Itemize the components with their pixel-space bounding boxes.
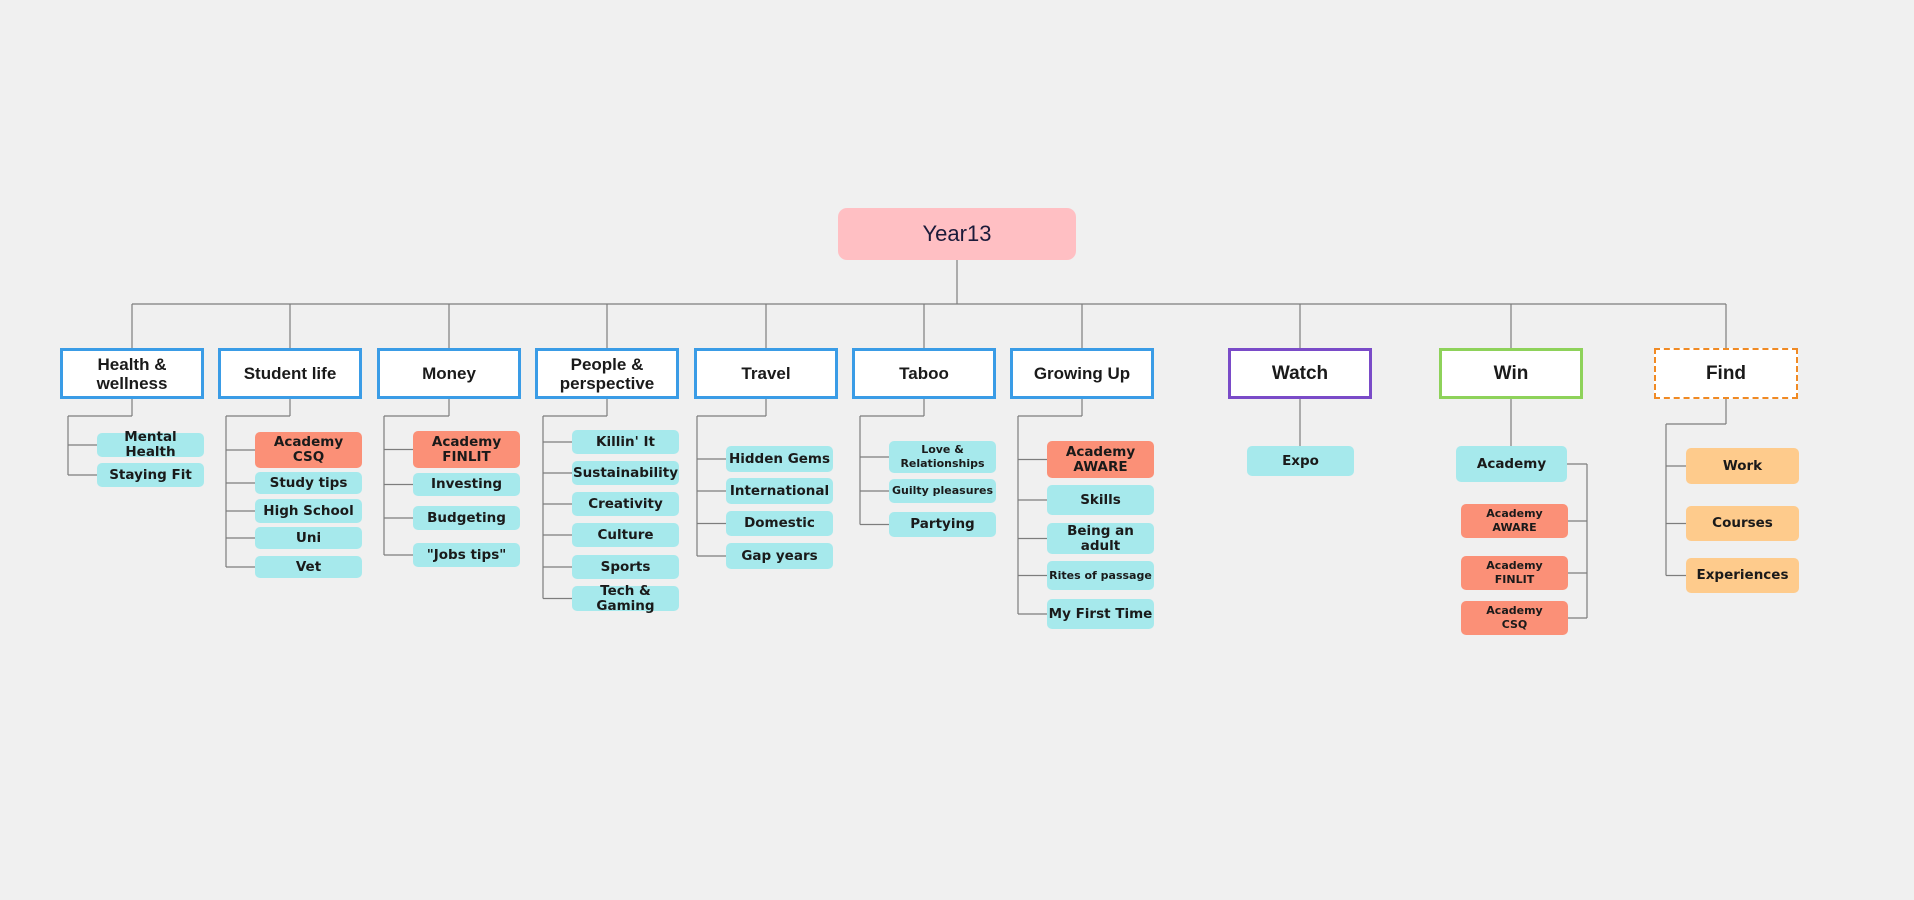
leaf-health-wellness-staying-fit[interactable]: Staying Fit bbox=[97, 463, 204, 487]
leaf-expo[interactable]: Expo bbox=[1247, 446, 1354, 476]
leaf-travel-domestic[interactable]: Domestic bbox=[726, 511, 833, 536]
category-money[interactable]: Money bbox=[377, 348, 521, 399]
leaf-people-perspective-culture[interactable]: Culture bbox=[572, 523, 679, 547]
leaf-academy[interactable]: Academy bbox=[1456, 446, 1567, 482]
leaf-win-academy-finlit[interactable]: Academy FINLIT bbox=[1461, 556, 1568, 590]
leaf-student-life-vet[interactable]: Vet bbox=[255, 556, 362, 578]
leaf-people-perspective-creativity[interactable]: Creativity bbox=[572, 492, 679, 516]
leaf-money-investing[interactable]: Investing bbox=[413, 473, 520, 496]
category-growing-up[interactable]: Growing Up bbox=[1010, 348, 1154, 399]
leaf-money-academy-finlit[interactable]: Academy FINLIT bbox=[413, 431, 520, 468]
leaf-student-life-academy-csq[interactable]: Academy CSQ bbox=[255, 432, 362, 468]
leaf-taboo-love-relationships[interactable]: Love & Relationships bbox=[889, 441, 996, 473]
leaf-taboo-guilty-pleasures[interactable]: Guilty pleasures bbox=[889, 479, 996, 503]
leaf-money-budgeting[interactable]: Budgeting bbox=[413, 506, 520, 530]
category-watch[interactable]: Watch bbox=[1228, 348, 1372, 399]
leaf-win-academy-csq[interactable]: Academy CSQ bbox=[1461, 601, 1568, 635]
leaf-student-life-study-tips[interactable]: Study tips bbox=[255, 472, 362, 494]
leaf-travel-hidden-gems[interactable]: Hidden Gems bbox=[726, 446, 833, 472]
category-taboo[interactable]: Taboo bbox=[852, 348, 996, 399]
leaf-win-academy-aware[interactable]: Academy AWARE bbox=[1461, 504, 1568, 538]
leaf-growing-up-rites-of-passage[interactable]: Rites of passage bbox=[1047, 561, 1154, 590]
leaf-student-life-high-school[interactable]: High School bbox=[255, 499, 362, 523]
category-find[interactable]: Find bbox=[1654, 348, 1798, 399]
category-travel[interactable]: Travel bbox=[694, 348, 838, 399]
leaf-growing-up-skills[interactable]: Skills bbox=[1047, 485, 1154, 515]
category-student-life[interactable]: Student life bbox=[218, 348, 362, 399]
root-node-year13[interactable]: Year13 bbox=[838, 208, 1076, 260]
leaf-find-courses[interactable]: Courses bbox=[1686, 506, 1799, 541]
leaf-taboo-partying[interactable]: Partying bbox=[889, 512, 996, 537]
leaf-people-perspective-tech-gaming[interactable]: Tech & Gaming bbox=[572, 583, 679, 613]
leaf-travel-international[interactable]: International bbox=[726, 478, 833, 504]
leaf-travel-gap-years[interactable]: Gap years bbox=[726, 543, 833, 569]
leaf-people-perspective-killin-it[interactable]: Killin' It bbox=[572, 430, 679, 454]
category-people-perspective[interactable]: People & perspective bbox=[535, 348, 679, 399]
leaf-student-life-uni[interactable]: Uni bbox=[255, 527, 362, 549]
leaf-find-work[interactable]: Work bbox=[1686, 448, 1799, 484]
leaf-find-experiences[interactable]: Experiences bbox=[1686, 558, 1799, 593]
leaf-people-perspective-sports[interactable]: Sports bbox=[572, 555, 679, 579]
leaf-growing-up-academy-aware[interactable]: Academy AWARE bbox=[1047, 441, 1154, 478]
leaf-people-perspective-sustainability[interactable]: Sustainability bbox=[572, 461, 679, 485]
leaf-money-jobs-tips[interactable]: "Jobs tips" bbox=[413, 543, 520, 567]
leaf-growing-up-being-an-adult[interactable]: Being an adult bbox=[1047, 523, 1154, 554]
leaf-growing-up-my-first-time[interactable]: My First Time bbox=[1047, 599, 1154, 629]
category-health-wellness[interactable]: Health & wellness bbox=[60, 348, 204, 399]
category-win[interactable]: Win bbox=[1439, 348, 1583, 399]
leaf-health-wellness-mental-health[interactable]: Mental Health bbox=[97, 430, 204, 460]
